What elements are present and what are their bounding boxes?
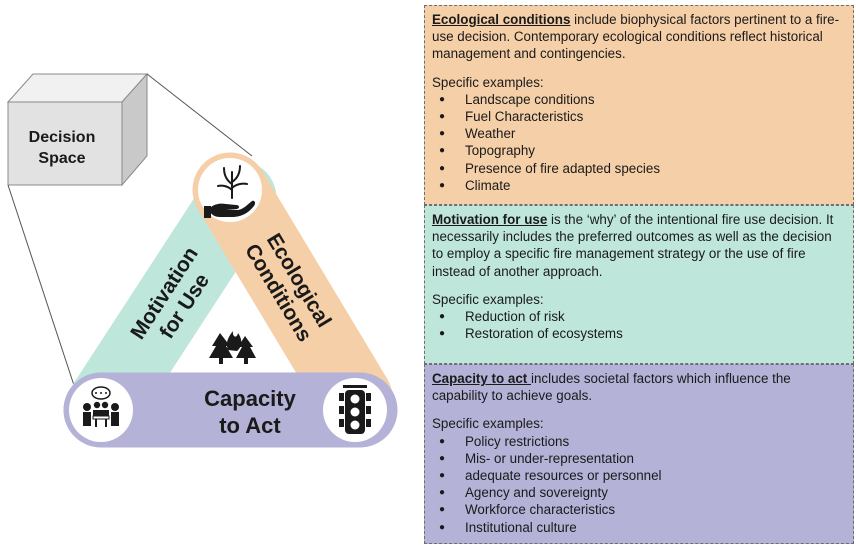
capacity-examples-list: Policy restrictions Mis- or under-repres… [432,433,845,536]
decision-space-cube: Decision Space [6,72,149,187]
motivation-term: Motivation for use [432,212,548,227]
list-item: Restoration of ecosystems [432,325,845,342]
motivation-for-use-panel: Motivation for use is the ‘why’ of the i… [424,205,854,364]
capacity-description: includes societal factors which influenc… [432,371,791,404]
capacity-to-act-panel: Capacity to act includes societal factor… [424,364,854,544]
cube-label-line2: Space [38,150,85,167]
list-item: Agency and sovereignty [432,484,845,501]
ecological-description: include biophysical factors pertinent to… [432,12,840,62]
capacity-label-line2: to Act [219,413,281,438]
capacity-examples-heading: Specific examples: [432,416,544,432]
list-item: Institutional culture [432,519,845,536]
ecological-band [192,152,393,436]
list-item: Topography [432,142,845,159]
list-item: adequate resources or personnel [432,467,845,484]
hand-holding-plant-icon [198,158,262,222]
motivation-intro: Motivation for use is the ‘why’ of the i… [432,211,845,280]
capacity-label-line1: Capacity [204,386,296,411]
decision-space-diagram: Decision Space Motivation for Use Ecolog… [6,72,398,448]
center-triangle [190,298,272,365]
cube-label-line1: Decision [29,129,96,146]
ecological-examples-list: Landscape conditions Fuel Characteristic… [432,91,845,194]
ecological-term: Ecological conditions [432,12,571,27]
list-item: Fuel Characteristics [432,108,845,125]
list-item: Climate [432,177,845,194]
ecological-examples-heading: Specific examples: [432,74,544,90]
list-item: Weather [432,125,845,142]
list-item: Presence of fire adapted species [432,160,845,177]
list-item: Policy restrictions [432,433,845,450]
meeting-icon [69,378,133,442]
motivation-examples-list: Reduction of risk Restoration of ecosyst… [432,308,845,343]
list-item: Workforce characteristics [432,501,845,518]
ecological-intro: Ecological conditions include biophysica… [432,11,845,63]
list-item: Reduction of risk [432,308,845,325]
motivation-examples-heading: Specific examples: [432,291,544,307]
traffic-light-icon [323,378,387,442]
list-item: Landscape conditions [432,91,845,108]
capacity-term: Capacity to act [432,371,531,386]
forest-fire-icon [209,331,256,364]
list-item: Mis- or under-representation [432,450,845,467]
capacity-intro: Capacity to act includes societal factor… [432,370,845,404]
motivation-description: is the ‘why’ of the intentional fire use… [432,212,834,279]
projection-line-top [146,73,253,157]
ecological-conditions-panel: Ecological conditions include biophysica… [424,5,854,205]
